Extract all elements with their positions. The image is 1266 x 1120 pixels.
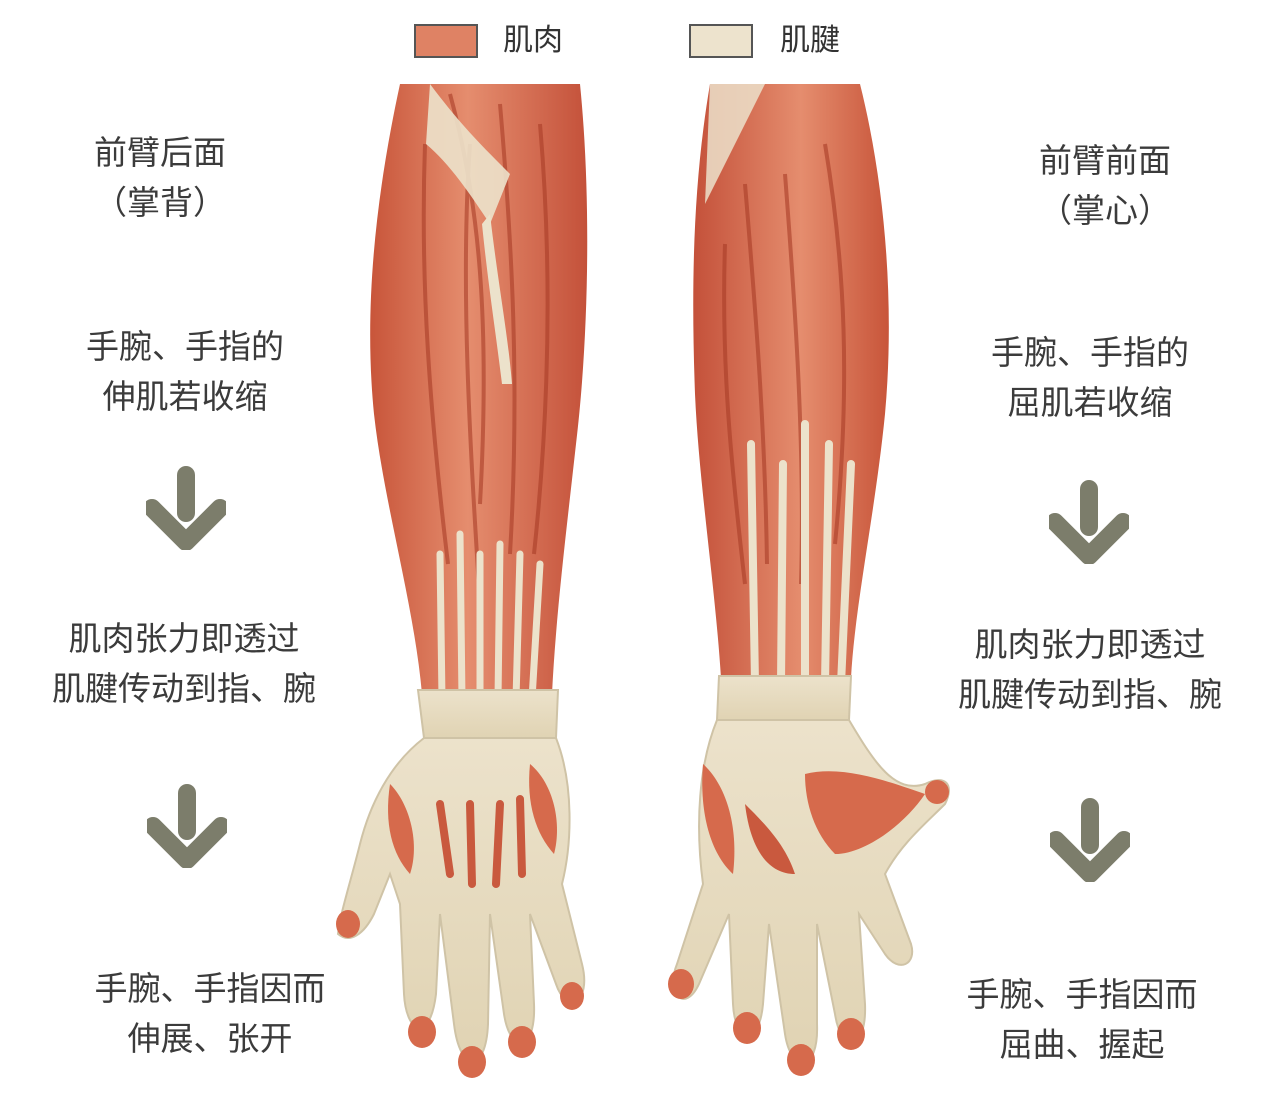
left-subtitle-line: （掌背） [94, 183, 226, 222]
left-title: 前臂后面 （掌背） [60, 128, 260, 228]
posterior-forearm-illustration [336, 84, 588, 1078]
right-step3-line2: 屈曲、握起 [999, 1025, 1165, 1064]
left-step1: 手腕、手指的 伸肌若收缩 [40, 322, 330, 422]
legend-muscle-swatch [414, 24, 478, 58]
right-step2: 肌肉张力即透过 肌腱传动到指、腕 [920, 620, 1260, 720]
down-arrow-icon [147, 784, 227, 868]
left-title-line: 前臂后面 [94, 133, 226, 172]
down-arrow-icon [1050, 798, 1130, 882]
left-step2: 肌肉张力即透过 肌腱传动到指、腕 [14, 614, 354, 714]
legend-muscle-label: 肌肉 [503, 23, 563, 58]
down-arrow-icon [146, 466, 226, 550]
left-step3: 手腕、手指因而 伸展、张开 [60, 964, 360, 1064]
down-arrow-icon [1049, 480, 1129, 564]
legend-tendon-swatch [689, 24, 753, 58]
right-step2-line1: 肌肉张力即透过 [974, 625, 1206, 664]
right-step1-line1: 手腕、手指的 [991, 333, 1189, 372]
left-step3-line2: 伸展、张开 [127, 1019, 293, 1058]
legend-tendon-label: 肌腱 [780, 23, 840, 58]
right-step2-line2: 肌腱传动到指、腕 [958, 675, 1222, 714]
anterior-forearm-illustration [668, 84, 950, 1076]
left-step3-line1: 手腕、手指因而 [94, 969, 326, 1008]
left-step1-line1: 手腕、手指的 [86, 327, 284, 366]
right-step1: 手腕、手指的 屈肌若收缩 [945, 328, 1235, 428]
left-step1-line2: 伸肌若收缩 [102, 377, 268, 416]
left-step2-line2: 肌腱传动到指、腕 [52, 669, 316, 708]
right-title: 前臂前面 （掌心） [1000, 136, 1210, 236]
right-step3-line1: 手腕、手指因而 [966, 975, 1198, 1014]
left-step2-line1: 肌肉张力即透过 [68, 619, 300, 658]
right-title-line: 前臂前面 [1039, 141, 1171, 180]
right-step3: 手腕、手指因而 屈曲、握起 [932, 970, 1232, 1070]
right-subtitle-line: （掌心） [1039, 191, 1171, 230]
right-step1-line2: 屈肌若收缩 [1007, 383, 1173, 422]
